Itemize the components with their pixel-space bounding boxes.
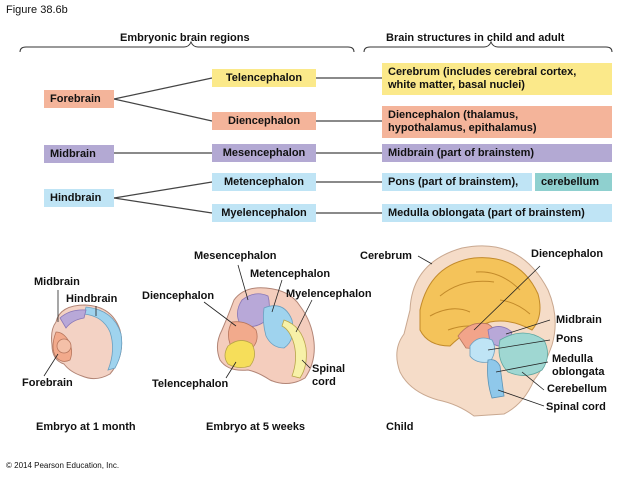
mesencephalon-box: Mesencephalon bbox=[212, 144, 316, 162]
leader-e5-mesencephalon bbox=[237, 264, 249, 301]
leader-child-midbrain bbox=[505, 319, 551, 335]
child-midbrain-label: Midbrain bbox=[556, 314, 602, 326]
child-pons-label: Pons bbox=[556, 333, 583, 345]
e1-hindbrain-label: Hindbrain bbox=[66, 293, 118, 305]
e1-midbrain-label: Midbrain bbox=[34, 276, 80, 288]
e5-myelencephalon-label: Myelencephalon bbox=[286, 288, 372, 300]
diencephalon-structure-line1: Diencephalon (thalamus, bbox=[388, 109, 519, 121]
diencephalon-label: Diencephalon bbox=[227, 114, 301, 127]
leader-child-cerebellum bbox=[521, 371, 545, 391]
child-head-illustration bbox=[396, 245, 556, 417]
child-diencephalon-label: Diencephalon bbox=[531, 248, 604, 260]
caption-embryo-1-month: Embryo at 1 month bbox=[36, 421, 136, 433]
child-spinal-cord-label: Spinal cord bbox=[546, 401, 606, 413]
e5-mesencephalon-label: Mesencephalon bbox=[194, 250, 277, 262]
child-medulla-line1: Medulla bbox=[552, 353, 593, 365]
figure-label: Figure 38.6b bbox=[6, 4, 68, 16]
midbrain-label: Midbrain bbox=[50, 147, 96, 160]
line-hindbrain-myelencephalon bbox=[113, 197, 213, 214]
cerebrum-structure-box: Cerebrum (includes cerebral cortex, whit… bbox=[382, 63, 612, 95]
e1-forebrain-label: Forebrain bbox=[22, 377, 73, 389]
child-medulla-line2: oblongata bbox=[552, 366, 605, 378]
leader-child-spinal-cord bbox=[497, 389, 545, 407]
cerebellum-structure-label: cerebellum bbox=[541, 175, 600, 188]
leader-child-diencephalon bbox=[473, 265, 541, 331]
header-brace-left bbox=[19, 40, 355, 53]
leader-e1-forebrain bbox=[43, 353, 59, 377]
hindbrain-label: Hindbrain bbox=[50, 191, 102, 204]
leader-e5-spinal bbox=[301, 359, 311, 369]
midbrain-structure-box: Midbrain (part of brainstem) bbox=[382, 144, 612, 162]
leader-e5-diencephalon bbox=[203, 301, 237, 327]
child-cerebrum-label: Cerebrum bbox=[360, 250, 412, 262]
mesencephalon-label: Mesencephalon bbox=[222, 146, 306, 159]
e5-diencephalon-label: Diencephalon bbox=[142, 290, 215, 302]
e5-spinal-line1: Spinal bbox=[312, 363, 346, 375]
telencephalon-label: Telencephalon bbox=[225, 71, 303, 84]
leader-child-medulla bbox=[495, 361, 549, 373]
copyright-notice: © 2014 Pearson Education, Inc. bbox=[6, 461, 120, 470]
e5-spinal-cord-label: Spinal cord bbox=[312, 363, 345, 389]
line-forebrain-telencephalon bbox=[113, 77, 213, 100]
telencephalon-box: Telencephalon bbox=[212, 69, 316, 87]
embryo-1-month-illustration bbox=[51, 304, 123, 380]
diencephalon-structure-line2: hypothalamus, epithalamus) bbox=[388, 122, 537, 134]
hindbrain-box: Hindbrain bbox=[44, 189, 114, 207]
e5-telencephalon-label: Telencephalon bbox=[152, 378, 229, 390]
leader-e5-metencephalon bbox=[271, 279, 283, 313]
child-medulla-label: Medulla oblongata bbox=[552, 353, 605, 379]
leader-child-cerebrum bbox=[417, 255, 433, 265]
myelencephalon-box: Myelencephalon bbox=[212, 204, 316, 222]
embryo-5-weeks-illustration bbox=[216, 287, 315, 384]
medulla-structure-box: Medulla oblongata (part of brainstem) bbox=[382, 204, 612, 222]
pons-structure-box: Pons (part of brainstem), bbox=[382, 173, 532, 191]
forebrain-label: Forebrain bbox=[50, 92, 101, 105]
forebrain-box: Forebrain bbox=[44, 90, 114, 108]
leader-e5-telencephalon bbox=[225, 361, 237, 379]
diencephalon-structure-box: Diencephalon (thalamus, hypothalamus, ep… bbox=[382, 106, 612, 138]
midbrain-box: Midbrain bbox=[44, 145, 114, 163]
caption-child: Child bbox=[386, 421, 414, 433]
child-cerebellum-label: Cerebellum bbox=[547, 383, 607, 395]
cerebrum-structure-line1: Cerebrum (includes cerebral cortex, bbox=[388, 66, 577, 78]
cerebellum-structure-box: cerebellum bbox=[535, 173, 612, 191]
line-forebrain-diencephalon bbox=[113, 98, 213, 122]
midbrain-structure-label: Midbrain (part of brainstem) bbox=[388, 146, 535, 159]
cerebrum-structure-line2: white matter, basal nuclei) bbox=[388, 79, 525, 91]
diencephalon-box: Diencephalon bbox=[212, 112, 316, 130]
header-brace-right bbox=[363, 40, 613, 53]
metencephalon-label: Metencephalon bbox=[223, 175, 305, 188]
metencephalon-box: Metencephalon bbox=[212, 173, 316, 191]
e5-spinal-line2: cord bbox=[312, 376, 336, 388]
line-hindbrain-metencephalon bbox=[113, 181, 213, 199]
leader-child-pons bbox=[487, 339, 551, 351]
e5-metencephalon-label: Metencephalon bbox=[250, 268, 331, 280]
myelencephalon-label: Myelencephalon bbox=[221, 206, 307, 219]
caption-embryo-5-weeks: Embryo at 5 weeks bbox=[206, 421, 306, 433]
header-embryonic-regions: Embryonic brain regions bbox=[120, 32, 250, 44]
leader-e5-myelencephalon bbox=[295, 299, 313, 333]
pons-structure-label: Pons (part of brainstem), bbox=[388, 175, 519, 188]
medulla-structure-label: Medulla oblongata (part of brainstem) bbox=[388, 206, 585, 219]
header-brain-structures: Brain structures in child and adult bbox=[386, 32, 565, 44]
